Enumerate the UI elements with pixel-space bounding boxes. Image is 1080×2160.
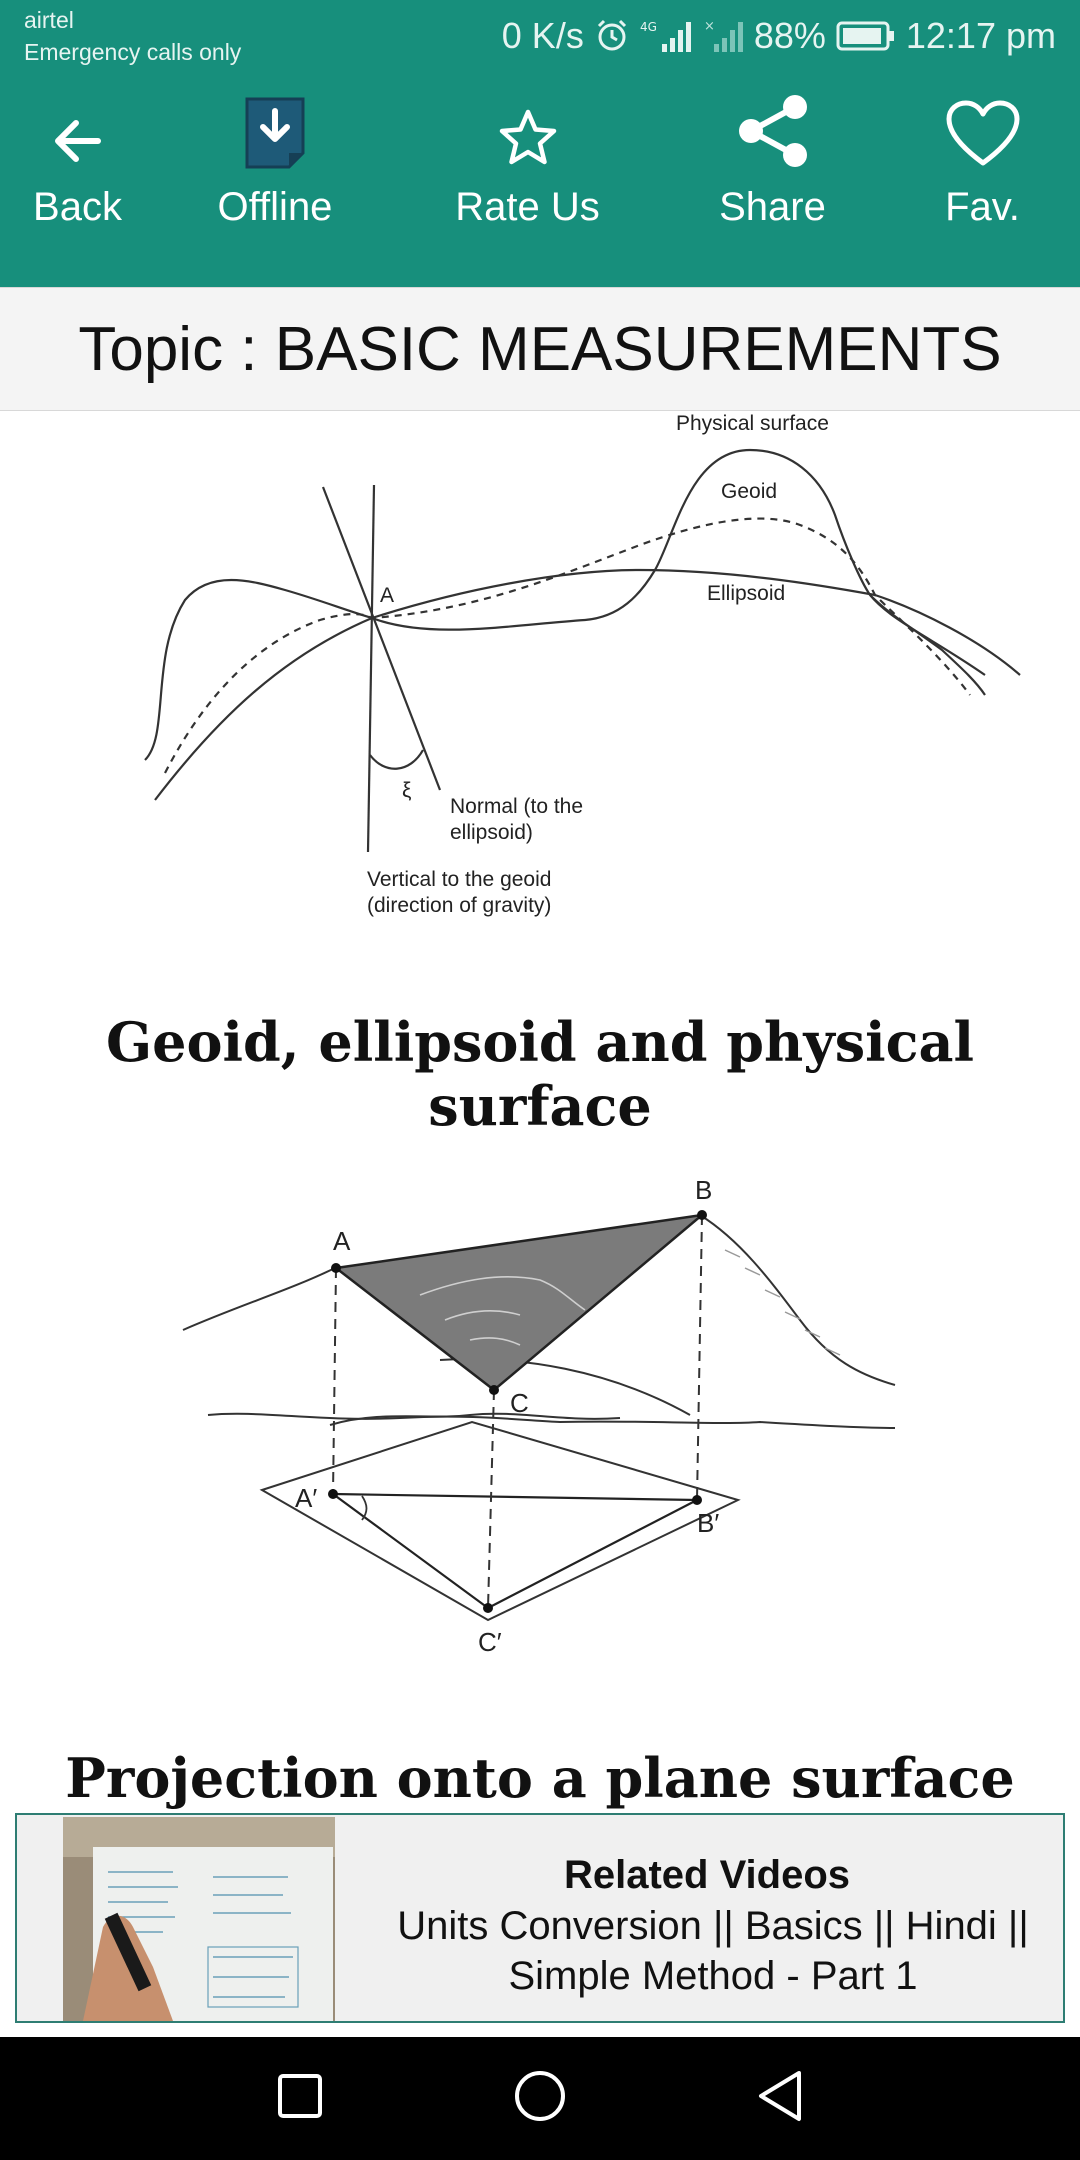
back-label: Back (33, 185, 122, 229)
square-icon (276, 2072, 324, 2125)
label-xi: ξ (402, 779, 411, 802)
clock-time: 12:17 pm (905, 15, 1056, 56)
star-icon (497, 107, 559, 174)
battery-percent: 88% (753, 15, 826, 56)
back-nav-button[interactable] (720, 2037, 840, 2160)
circle-icon (513, 2069, 567, 2128)
share-icon (735, 93, 811, 174)
topic-header: Topic : BASIC MEASUREMENTS (0, 287, 1080, 411)
back-arrow-icon (50, 113, 106, 174)
rate-us-button[interactable]: Rate Us (440, 72, 615, 287)
figure2-caption: Projection onto a plane surface (65, 1746, 1015, 1810)
battery-icon (836, 20, 896, 52)
video-title-line-2: Simple Method - Part 1 (508, 1954, 918, 1998)
recents-button[interactable] (240, 2037, 360, 2160)
net-speed: 0 K/s (501, 15, 584, 56)
label-point-b-prime: B′ (697, 1508, 719, 1538)
label-point-c-prime: C′ (478, 1627, 502, 1657)
alarm-icon (594, 18, 630, 54)
share-label: Share (719, 185, 826, 229)
fav-label: Fav. (945, 185, 1020, 229)
figure-geoid-ellipsoid: Physical surface Geoid Ellipsoid A ξ Nor… (0, 405, 1080, 945)
figure1-caption: Geoid, ellipsoid and physical surface (105, 1010, 974, 1138)
figure-projection: A B C A′ B′ C′ (0, 1160, 1080, 1670)
home-button[interactable] (480, 2037, 600, 2160)
status-indicators: 0 K/s 4G × 88% 12:17 pm (502, 12, 1056, 60)
favorite-button[interactable]: Fav. (925, 72, 1040, 287)
offline-label: Offline (217, 185, 333, 229)
label-vertical-1: Vertical to the geoid (367, 868, 551, 891)
label-geoid: Geoid (721, 480, 777, 503)
label-point-c: C (510, 1388, 529, 1418)
label-ellipsoid: Ellipsoid (707, 582, 785, 605)
signal-no-sim-icon: × (704, 18, 744, 54)
label-point-a-prime: A′ (295, 1483, 317, 1513)
back-button[interactable]: Back (10, 72, 145, 287)
label-normal-2: ellipsoid) (450, 821, 533, 844)
video-title-line-1: Units Conversion || Basics || Hindi || (397, 1904, 1029, 1948)
download-file-icon (243, 95, 307, 174)
related-video-description[interactable]: Units Conversion || Basics || Hindi || S… (362, 1901, 1064, 2001)
status-bar: airtel Emergency calls only 0 K/s 4G × 8… (0, 0, 1080, 72)
triangle-back-icon (755, 2069, 805, 2128)
related-videos-title: Related Videos (563, 1853, 851, 1897)
geoid-diagram: Physical surface Geoid Ellipsoid A ξ Nor… (144, 412, 1021, 917)
label-normal-1: Normal (to the (450, 795, 583, 818)
related-video-card[interactable]: Related Videos Units Conversion || Basic… (15, 1813, 1065, 2023)
label-physical-surface: Physical surface (676, 412, 829, 435)
system-navigation-bar (0, 2037, 1080, 2160)
signal-4g-icon: 4G (640, 18, 694, 54)
projection-diagram: A B C A′ B′ C′ (182, 1175, 896, 1657)
topic-title: Topic : BASIC MEASUREMENTS (78, 314, 1002, 384)
svg-text:×: × (704, 19, 715, 34)
offline-button[interactable]: Offline (200, 72, 350, 287)
label-point-b: B (695, 1175, 712, 1205)
label-vertical-2: (direction of gravity) (367, 894, 551, 917)
heart-icon (945, 99, 1021, 174)
rate-us-label: Rate Us (455, 185, 600, 229)
share-button[interactable]: Share (700, 72, 845, 287)
video-thumbnail[interactable] (63, 1817, 335, 2021)
label-point-a: A (380, 584, 394, 607)
svg-text:4G: 4G (640, 20, 657, 34)
top-toolbar: Back Offline Rate Us Share (0, 72, 1080, 287)
carrier-name: airtel (24, 7, 74, 33)
label-point-a: A (333, 1226, 351, 1256)
emergency-status: Emergency calls only (24, 39, 242, 65)
